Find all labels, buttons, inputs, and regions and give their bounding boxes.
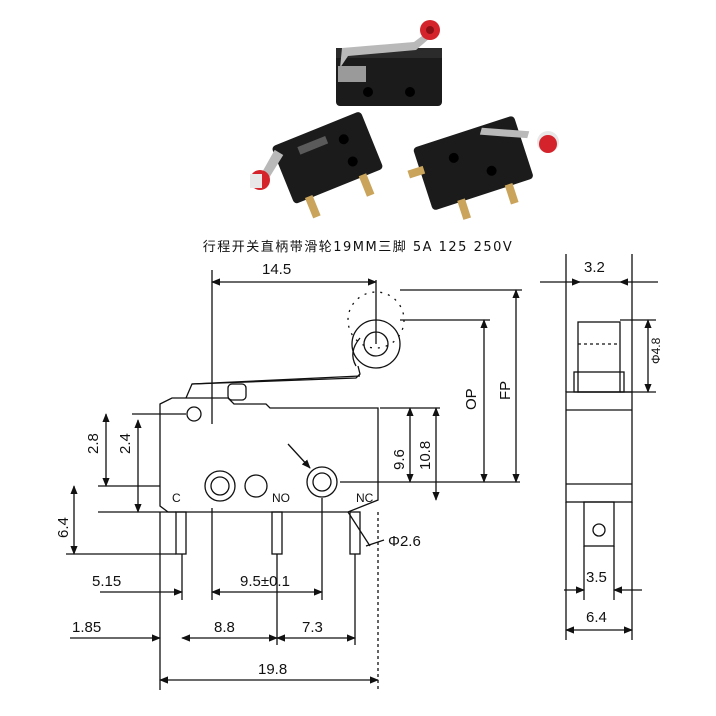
dim-op: OP <box>463 388 480 410</box>
dim-10-8: 10.8 <box>417 441 434 470</box>
dim-3-5: 3.5 <box>586 569 607 586</box>
product-photo-right <box>407 116 559 220</box>
dim-fp: FP <box>497 381 514 400</box>
dim-3-2: 3.2 <box>584 259 605 276</box>
dim-6-4: 6.4 <box>55 517 72 538</box>
dim-14-5: 14.5 <box>262 261 291 278</box>
caption: 行程开关直柄带滑轮19MM三脚 5A 125 250V <box>202 240 514 255</box>
side-view-terminal <box>583 501 615 547</box>
mount-hole-c <box>204 470 236 502</box>
dim-19-8: 19.8 <box>258 661 287 678</box>
actuator-nub <box>227 383 247 401</box>
dim-9-6: 9.6 <box>391 449 408 470</box>
lever-arm <box>185 365 361 399</box>
terminal-no <box>271 511 283 555</box>
terminal-c <box>175 511 187 555</box>
dim-phi-4-8: Φ4.8 <box>649 337 663 364</box>
dim-2-8: 2.8 <box>85 433 102 454</box>
terminal-label-no: NO <box>272 491 290 505</box>
dim-9-5: 9.5±0.1 <box>240 573 290 590</box>
dim-side-6-4: 6.4 <box>586 609 607 626</box>
switch-body-outline <box>159 397 379 513</box>
mount-hole-small <box>186 406 202 422</box>
side-view-body <box>565 391 633 503</box>
product-photo-top <box>336 20 442 106</box>
product-photo-left <box>250 112 383 219</box>
mount-hole-nc <box>306 466 338 498</box>
dim-phi-2-6: Φ2.6 <box>388 533 421 550</box>
dim-2-4: 2.4 <box>117 433 134 454</box>
dim-8-8: 8.8 <box>214 619 235 636</box>
dim-1-85: 1.85 <box>72 619 101 636</box>
terminal-label-nc: NC <box>356 491 374 505</box>
terminal-label-c: C <box>172 491 181 505</box>
dim-5-15: 5.15 <box>92 573 121 590</box>
dim-7-3: 7.3 <box>302 619 323 636</box>
